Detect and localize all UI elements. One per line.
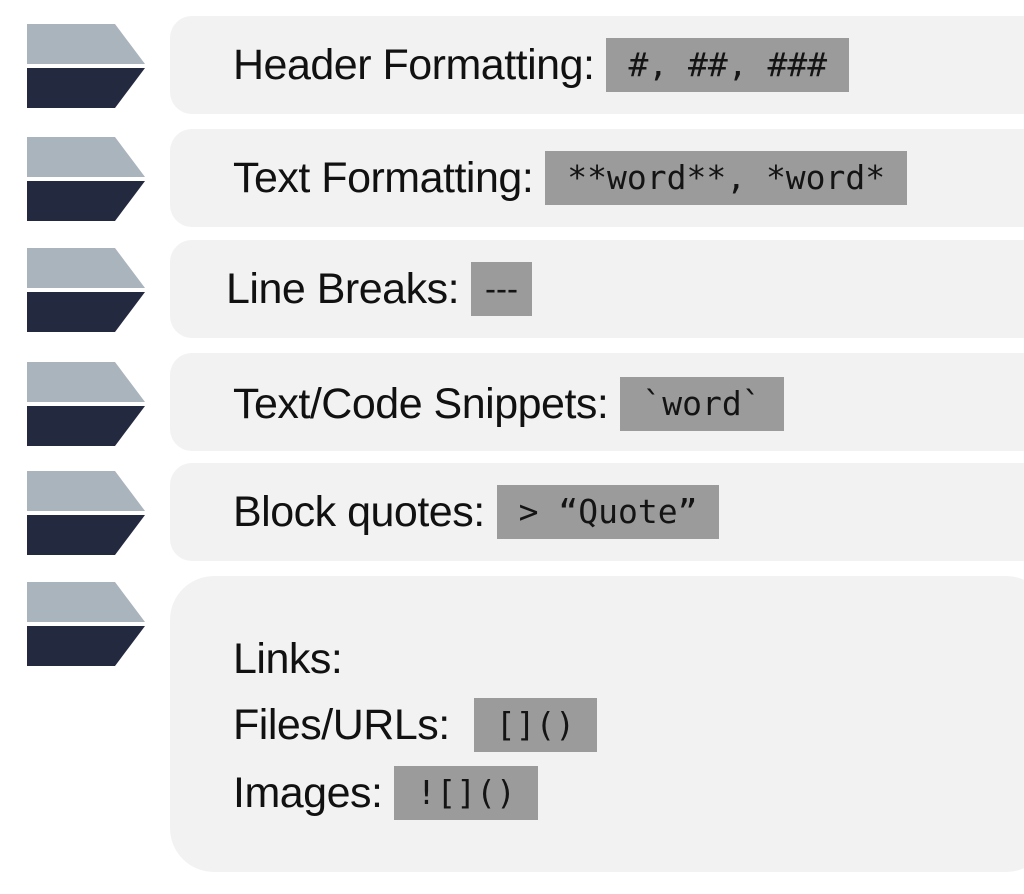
chevron-marker-icon — [27, 24, 145, 108]
code-snippet: #, ##, ### — [606, 38, 850, 92]
code-snippet: []() — [473, 698, 598, 752]
code-snippet: --- — [471, 262, 532, 316]
code-snippet: > “Quote” — [496, 485, 720, 539]
item-label: Links: — [233, 635, 343, 683]
item-label: Header Formatting: — [233, 40, 595, 89]
code-snippet: ![]() — [394, 766, 538, 820]
chevron-marker-icon — [27, 137, 145, 221]
item-label: Block quotes: — [233, 487, 485, 536]
item-label: Text Formatting: — [233, 153, 534, 202]
code-snippet: `word` — [620, 377, 784, 431]
chevron-marker-icon — [27, 471, 145, 555]
chevron-marker-icon — [27, 362, 145, 446]
card-text-formatting: Text Formatting: **word**, *word* — [170, 129, 1024, 227]
card-line-breaks: Line Breaks: --- — [170, 240, 1024, 338]
item-label: Images: — [233, 768, 383, 817]
card-block-quotes: Block quotes: > “Quote” — [170, 463, 1024, 561]
chevron-marker-icon — [27, 248, 145, 332]
item-label: Files/URLs: — [233, 700, 450, 749]
item-label: Line Breaks: — [226, 264, 460, 313]
card-links: Links: Files/URLs: []() Images: ![]() — [170, 576, 1024, 872]
card-code-snippets: Text/Code Snippets: `word` — [170, 353, 1024, 451]
item-label: Text/Code Snippets: — [233, 379, 609, 428]
card-header-formatting: Header Formatting: #, ##, ### — [170, 16, 1024, 114]
code-snippet: **word**, *word* — [545, 151, 908, 205]
chevron-marker-icon — [27, 582, 145, 666]
